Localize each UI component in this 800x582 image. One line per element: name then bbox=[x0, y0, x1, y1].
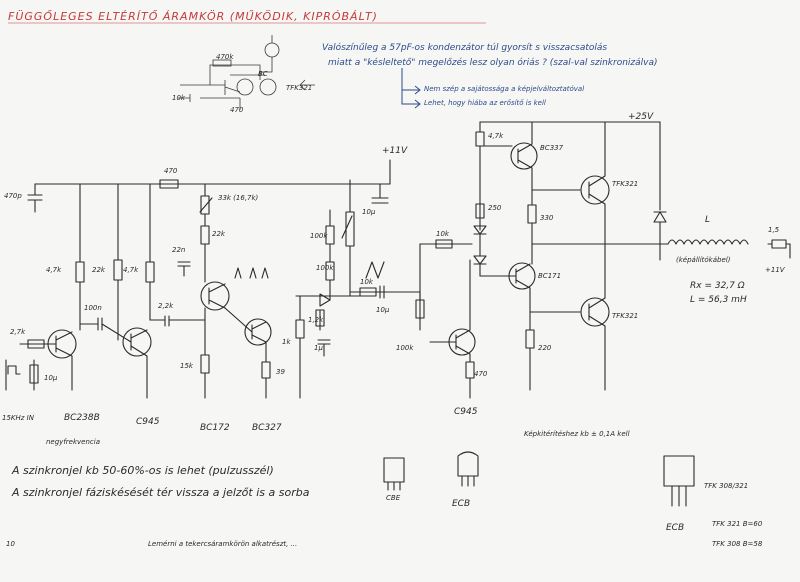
label-tfk-a: TFK 321 B=60 bbox=[712, 520, 763, 528]
label-pinout-ecb2: ECB bbox=[666, 523, 684, 533]
label-rx: Rx = 32,7 Ω bbox=[690, 281, 745, 291]
label-tr6: BC337 bbox=[540, 144, 564, 152]
sync-note-2: A szinkronjel fáziskésését tér vissza a … bbox=[11, 486, 310, 499]
note-3: Lehet, hogy hiába az erősítő is kell bbox=[424, 98, 546, 107]
bottom-note: Lemérni a tekercsáramkörön alkatrészt, .… bbox=[148, 540, 297, 548]
stage-two bbox=[79, 315, 206, 399]
kepkitero-note: Képkitérítéshez kb ± 0,1A kell bbox=[524, 430, 630, 438]
label-tr2: C945 bbox=[136, 417, 160, 427]
mini-circuit bbox=[178, 35, 280, 110]
label-tr8: TFK321 bbox=[612, 180, 638, 188]
label-r-22k: 22k bbox=[212, 230, 226, 238]
note-1b: miatt a "késleltető" megelőzés lesz olya… bbox=[328, 57, 658, 68]
label-r-39: 39 bbox=[276, 368, 285, 376]
label-r-10k-b: 10k bbox=[436, 230, 450, 238]
label-r-4k7a: 4,7k bbox=[46, 266, 62, 274]
label-r-250: 250 bbox=[488, 204, 502, 212]
resistor-470 bbox=[159, 179, 179, 189]
label-tr9: TFK321 bbox=[612, 312, 638, 320]
note-arrow-2 bbox=[401, 90, 421, 109]
supply-rail-left bbox=[27, 159, 391, 213]
label-r-15: 1,5 bbox=[768, 226, 780, 234]
label-r470: 470 bbox=[164, 167, 178, 175]
note-1a: Valószínűleg a 57pF-os kondenzátor túl g… bbox=[322, 42, 607, 53]
label-c-10u-mid: 10µ bbox=[376, 306, 390, 314]
label-pinout-tfk: TFK 308/321 bbox=[704, 482, 748, 490]
left-resistors bbox=[75, 183, 155, 341]
label-r-15k: 15k bbox=[180, 362, 194, 370]
page-number: 10 bbox=[6, 540, 15, 548]
label-inductor: L bbox=[705, 215, 710, 225]
label-r-10k-a: 10k bbox=[360, 278, 374, 286]
label-tr5: C945 bbox=[454, 407, 478, 417]
label-r-470b: 470 bbox=[474, 370, 488, 378]
label-11v: +11V bbox=[382, 146, 408, 156]
label-pinout-cbe: CBE bbox=[386, 494, 401, 502]
label-r-4k7b: 4,7k bbox=[123, 266, 139, 274]
mini-label-470k: 470k bbox=[216, 53, 234, 61]
mini-label-470: 470 bbox=[230, 106, 244, 114]
label-l: L = 56,3 mH bbox=[690, 295, 747, 305]
label-c-100n: 100n bbox=[84, 304, 102, 312]
page-title: FÜGGŐLEGES ELTÉRÍTŐ ÁRAMKÖR (MŰKÖDIK, KI… bbox=[8, 9, 378, 23]
label-11v-right: +11V bbox=[765, 266, 786, 274]
label-c-1u: 1µ bbox=[314, 344, 323, 352]
input-stage bbox=[5, 329, 77, 391]
label-tfk-b: TFK 308 B=58 bbox=[712, 540, 763, 548]
label-r-2k2: 2,2k bbox=[158, 302, 174, 310]
label-r-4k7-top: 4,7k bbox=[488, 132, 504, 140]
label-nagyfrekvencia: negyfrekvencia bbox=[46, 438, 100, 446]
label-r-22k: 22k bbox=[92, 266, 106, 274]
stage-c945-right bbox=[419, 239, 476, 399]
note-arrow-1 bbox=[401, 68, 421, 95]
label-kepallito: (képállítókábel) bbox=[676, 256, 731, 264]
label-r-2k7: 2,7k bbox=[10, 328, 26, 336]
mini-label-bc: BC bbox=[258, 70, 268, 78]
label-c-10u-in: 10µ bbox=[44, 374, 58, 382]
pinouts bbox=[383, 451, 695, 507]
mini-label-10k: 10k bbox=[172, 94, 186, 102]
coupling bbox=[349, 179, 425, 321]
label-input: 15KHz IN bbox=[2, 414, 35, 422]
sync-note-1: A szinkronjel kb 50-60%-os is lehet (pul… bbox=[11, 464, 274, 477]
label-c-10u-top: 10µ bbox=[362, 208, 376, 216]
label-r-1k2: 1,2k bbox=[308, 316, 324, 324]
label-r-220: 220 bbox=[538, 344, 552, 352]
label-r-100k-b: 100k bbox=[316, 264, 334, 272]
label-r-330: 330 bbox=[540, 214, 554, 222]
label-r-1k: 1k bbox=[282, 338, 291, 346]
label-pinout-ecb1: ECB bbox=[452, 499, 470, 509]
label-tr7: BC171 bbox=[538, 272, 561, 280]
note-2: Nem szép a sajátossága a képjelváltoztat… bbox=[424, 85, 584, 93]
middle-block bbox=[177, 183, 272, 399]
label-r-33k: 33k (16,7k) bbox=[218, 194, 259, 202]
label-c-22n: 22n bbox=[172, 246, 185, 254]
label-r-100k-c: 100k bbox=[396, 344, 414, 352]
label-25v: +25V bbox=[628, 112, 654, 122]
label-470p: 470p bbox=[4, 192, 22, 200]
label-tr4: BC327 bbox=[252, 423, 282, 433]
mini-label-tfk: TFK321 bbox=[286, 84, 312, 92]
output-stage bbox=[473, 121, 791, 391]
label-r-100k-a: 100k bbox=[310, 232, 328, 240]
label-tr1: BC238B bbox=[64, 413, 100, 423]
mini-arrow bbox=[299, 79, 315, 91]
feedback-branch bbox=[295, 183, 385, 399]
label-tr3: BC172 bbox=[200, 423, 230, 433]
